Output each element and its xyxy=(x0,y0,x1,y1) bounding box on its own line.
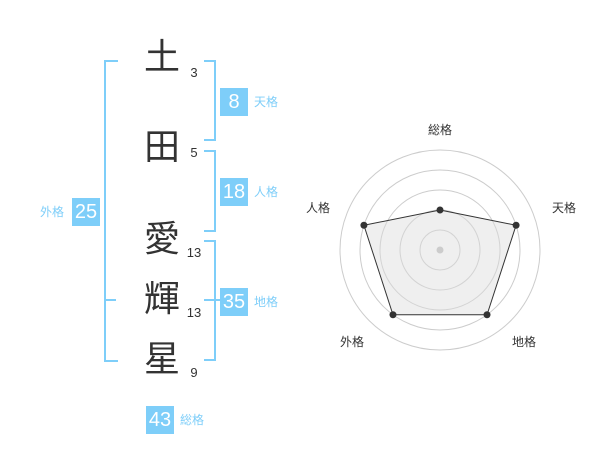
stroke-count: 5 xyxy=(190,145,198,160)
chikaku-value: 35 xyxy=(220,288,248,316)
radar-ring xyxy=(379,189,501,311)
axis-label-jinkaku: 人格 xyxy=(306,200,330,215)
stroke-count: 13 xyxy=(186,245,202,260)
radar-point xyxy=(512,221,520,229)
chikaku-bracket-tick xyxy=(204,299,214,301)
chikaku-label: 地格 xyxy=(254,295,279,309)
radar-ring xyxy=(419,229,461,271)
soukaku-value: 43 xyxy=(146,406,174,434)
radar-ring xyxy=(359,169,521,331)
radar-ring xyxy=(339,149,541,351)
gaikaku-label: 外格 xyxy=(40,205,65,219)
jinkaku-label: 人格 xyxy=(254,185,279,199)
radar-point xyxy=(360,221,368,229)
radar-point xyxy=(389,311,397,319)
axis-label-tenkaku: 天格 xyxy=(552,200,576,215)
chikaku-connector xyxy=(214,299,222,301)
stroke-count: 9 xyxy=(190,365,198,380)
axis-label-chikaku: 地格 xyxy=(512,334,536,349)
radar-point xyxy=(436,206,444,214)
tenkaku-value: 8 xyxy=(220,88,248,116)
name-char: 土 xyxy=(143,37,180,78)
name-char: 星 xyxy=(143,339,180,380)
name-char: 輝 xyxy=(143,279,180,320)
stroke-count: 3 xyxy=(190,65,198,80)
stroke-count: 13 xyxy=(186,305,202,320)
jinkaku-bracket xyxy=(204,150,216,232)
radar-point xyxy=(483,311,491,319)
axis-label-soukaku: 総格 xyxy=(428,122,452,137)
tenkaku-label: 天格 xyxy=(254,95,279,109)
axis-label-gaikaku: 外格 xyxy=(340,334,364,349)
gaikaku-bracket-tick xyxy=(106,299,116,301)
name-char: 愛 xyxy=(143,219,180,260)
radar-area xyxy=(363,209,517,316)
jinkaku-value: 18 xyxy=(220,178,248,206)
gaikaku-value: 25 xyxy=(72,198,100,226)
name-char: 田 xyxy=(143,127,180,168)
tenkaku-bracket xyxy=(204,60,216,141)
gaikaku-bracket xyxy=(104,60,118,362)
radar-center xyxy=(436,246,444,254)
soukaku-label: 総格 xyxy=(180,413,205,427)
